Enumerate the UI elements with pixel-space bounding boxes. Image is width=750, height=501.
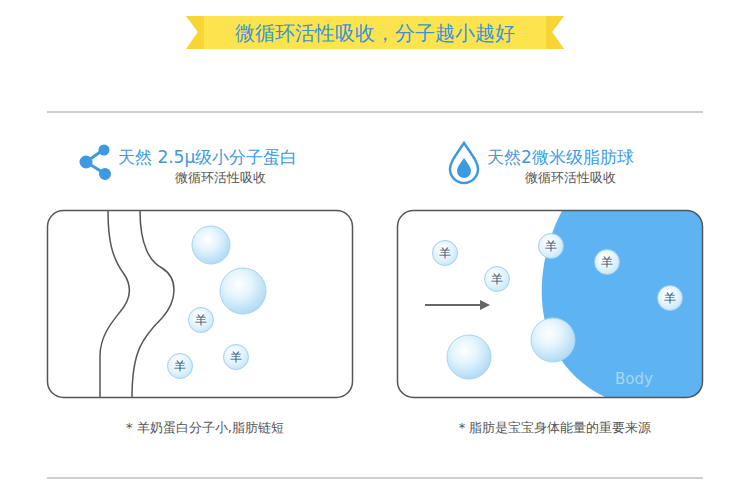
region-label: Body (615, 370, 653, 388)
panel-heading: 天然 2.5μ级小分子蛋白 (118, 146, 297, 168)
footnote: * 羊奶蛋白分子小,脂肪链短 (47, 420, 363, 437)
molecule-label: 羊 (230, 351, 242, 363)
panel-subtitle: 微循环活性吸收 (490, 170, 650, 187)
panel: 天然2微米级脂肪球微循环活性吸收* 脂肪是宝宝身体能量的重要来源Body羊羊羊羊… (397, 140, 703, 445)
molecule-ball: 羊 (594, 249, 620, 275)
molecule-label: 羊 (601, 256, 613, 268)
molecule-ball: 羊 (167, 353, 193, 379)
body-region (542, 211, 702, 397)
molecule-label: 羊 (174, 360, 186, 372)
molecule-label: 羊 (195, 314, 207, 326)
panel-heading: 天然2微米级脂肪球 (487, 146, 634, 168)
molecule-label: 羊 (664, 292, 676, 304)
molecule-ball: 羊 (538, 233, 564, 259)
molecule-ball: 羊 (484, 266, 510, 292)
molecule-ball: 羊 (223, 344, 249, 370)
molecule-ball: 羊 (188, 307, 214, 333)
molecule-label: 羊 (545, 240, 557, 252)
ribbon-tail (546, 16, 564, 49)
drop-icon (450, 143, 478, 183)
panel-subtitle: 微循环活性吸收 (140, 170, 300, 187)
molecule-ball: 羊 (657, 285, 683, 311)
molecule-icon (81, 146, 110, 179)
panel: 天然 2.5μ级小分子蛋白微循环活性吸收* 羊奶蛋白分子小,脂肪链短羊羊羊 (47, 140, 353, 445)
direction-arrow (425, 300, 490, 310)
stomach-outline (100, 211, 174, 397)
molecule-label: 羊 (439, 247, 451, 259)
divider-line (47, 112, 703, 113)
panel-frame (398, 211, 703, 398)
footnote: * 脂肪是宝宝身体能量的重要来源 (397, 420, 713, 437)
ribbon-tail (186, 16, 204, 49)
molecule-ball (192, 226, 575, 379)
divider-line (47, 478, 703, 479)
panel-frame (48, 211, 353, 398)
molecule-ball: 羊 (432, 240, 458, 266)
molecule-label: 羊 (491, 273, 503, 285)
banner-title: 微循环活性吸收，分子越小越好 (0, 18, 750, 48)
